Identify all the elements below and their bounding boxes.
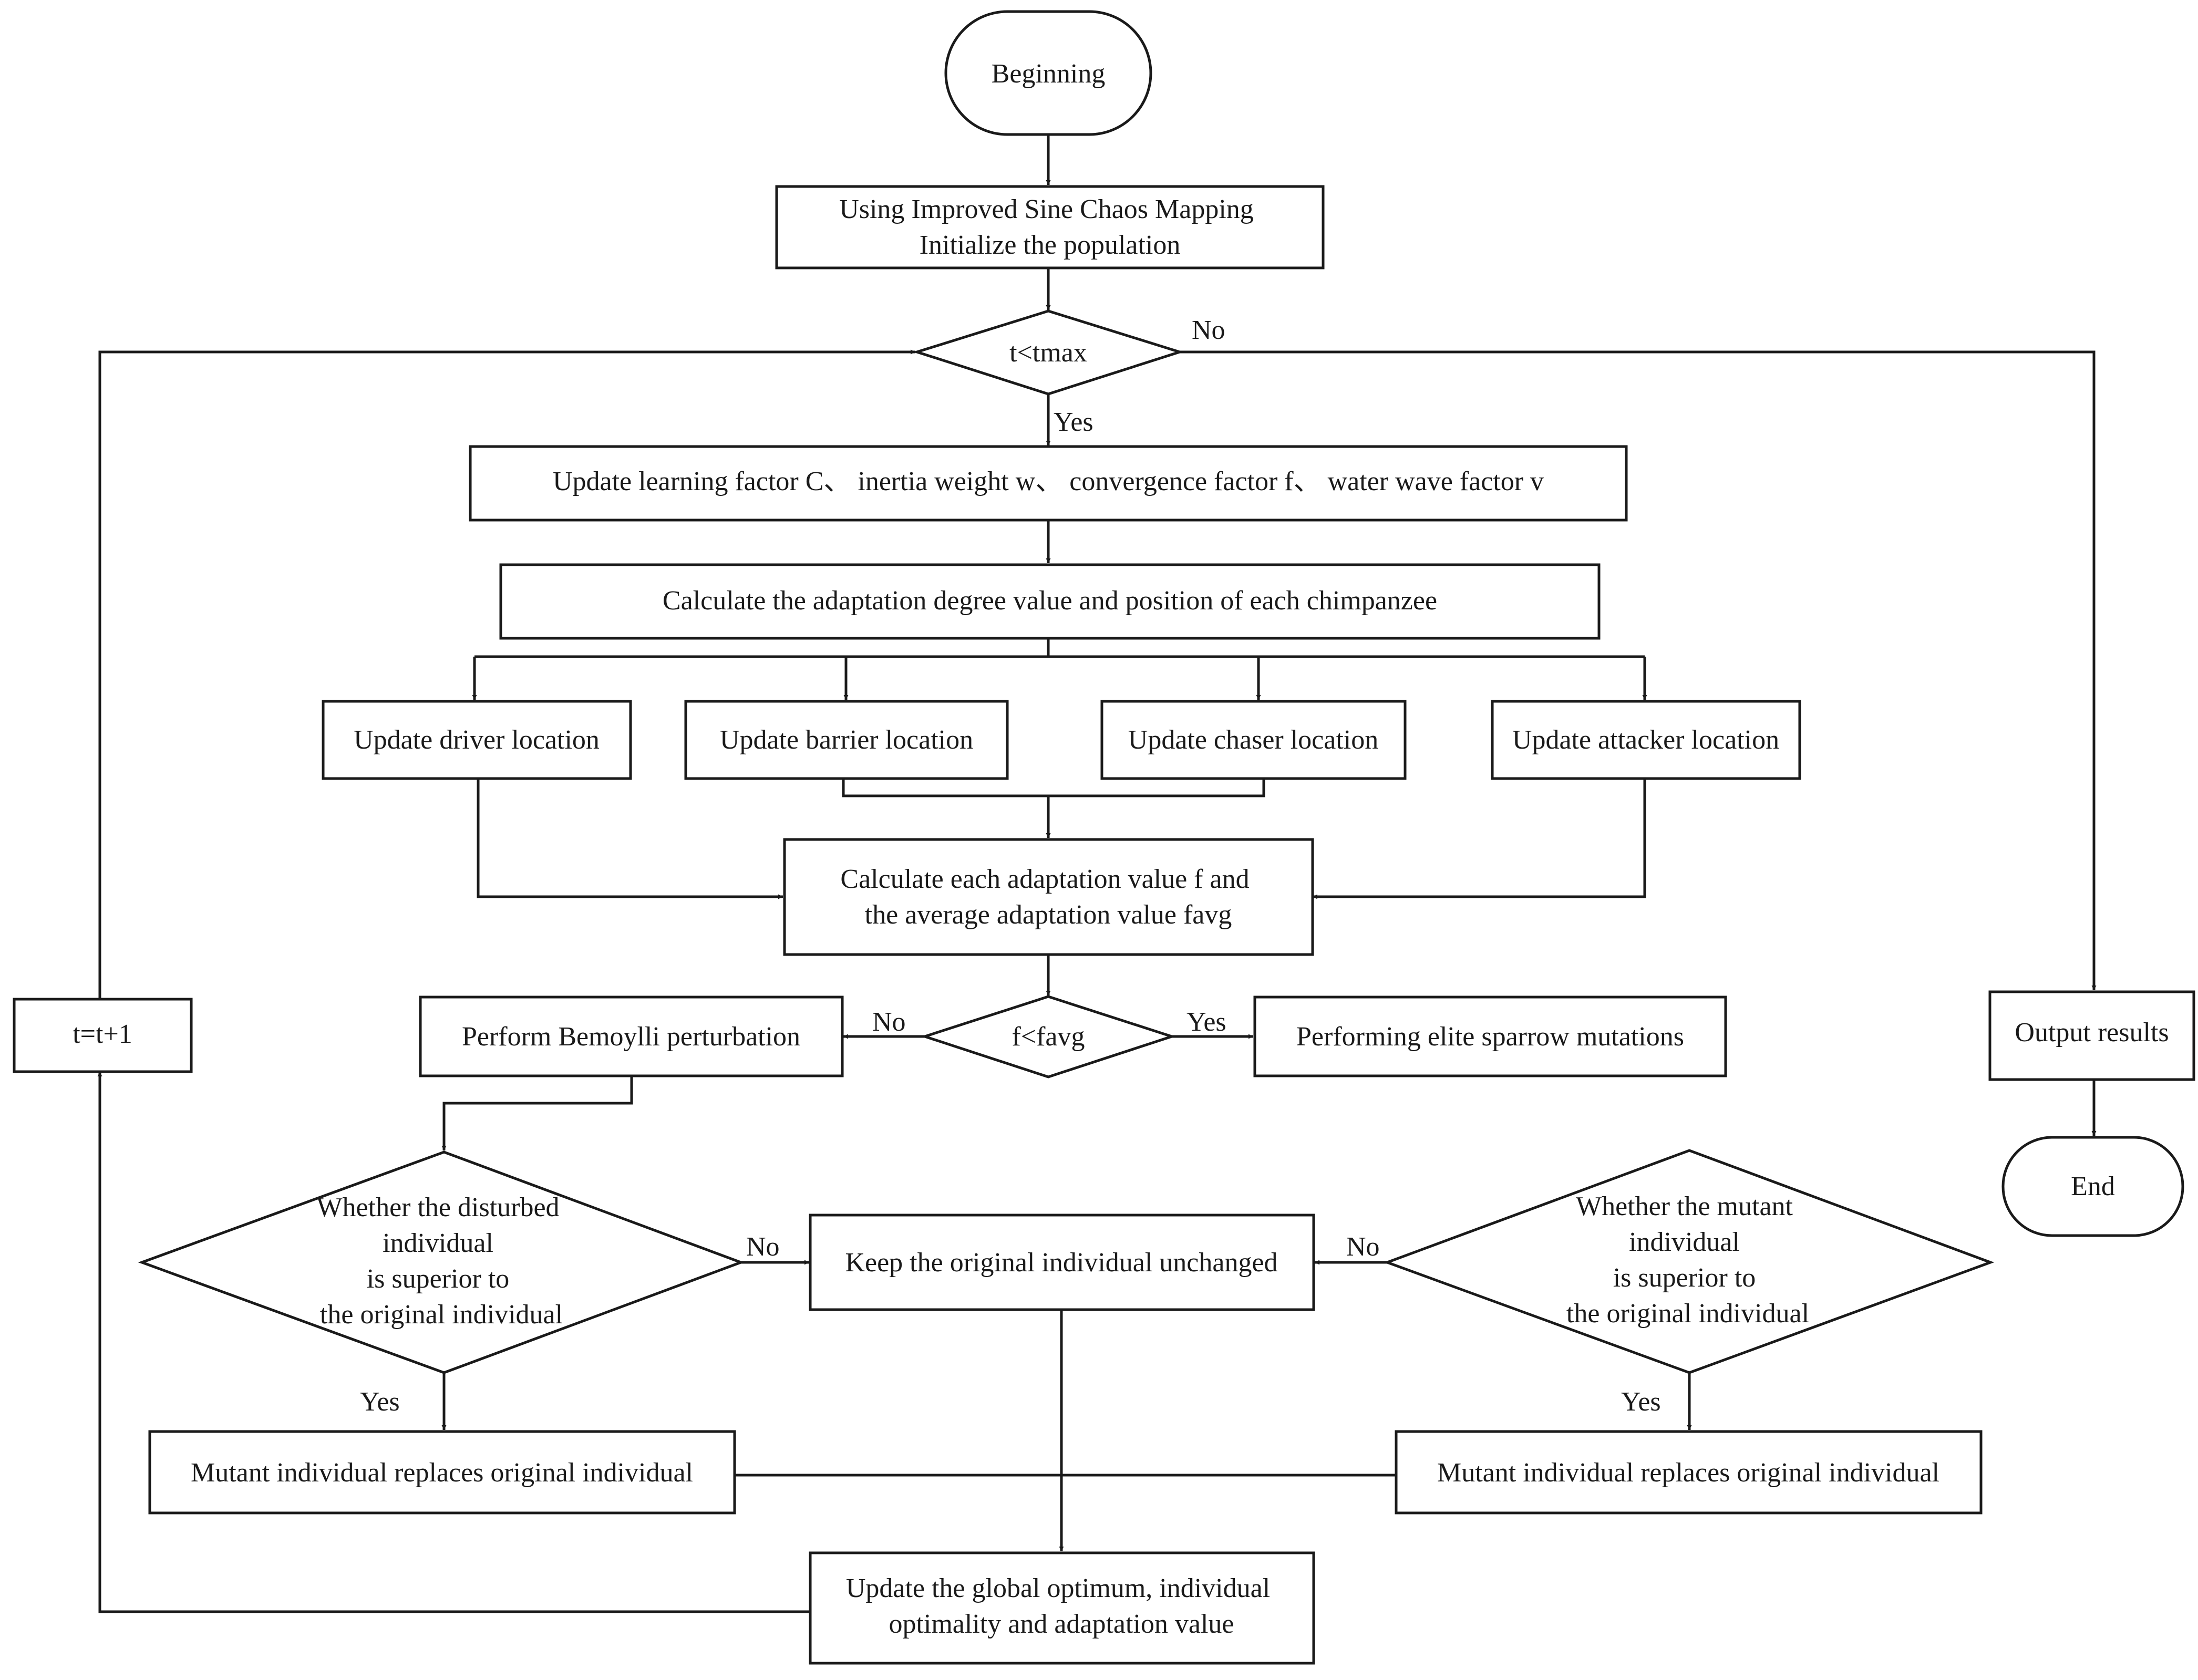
disturbed-check-label: Whether the disturbed individual is supe… [316, 1192, 566, 1330]
replace-left-label: Mutant individual replaces original indi… [191, 1458, 693, 1488]
mutant-check-label: Whether the mutant individual is superio… [1566, 1191, 1809, 1329]
edge-attacker-calceach [1313, 779, 1646, 899]
mutant-yes-label: Yes [1621, 1387, 1661, 1417]
edge-increment-tcheck [98, 349, 915, 999]
t-check-label: t<tmax [1009, 338, 1087, 368]
update-factors-process [469, 445, 1628, 522]
elite-process [1253, 995, 1727, 1077]
end-terminator [2001, 1136, 2184, 1237]
f-check-decision [920, 995, 1177, 1078]
disturbed-check-decision [138, 1150, 745, 1374]
replace-right-label: Mutant individual replaces original indi… [1437, 1458, 1939, 1488]
init-process [775, 185, 1325, 269]
beginning-label: Beginning [992, 59, 1106, 89]
mutant-no-label: No [1346, 1232, 1380, 1262]
f-no-label: No [872, 1007, 906, 1037]
chaser-label: Update chaser location [1128, 725, 1378, 755]
attacker-label: Update attacker location [1512, 725, 1779, 755]
increment-process [13, 998, 193, 1073]
calc-each-process [783, 838, 1314, 956]
calc-fitness-process [499, 563, 1601, 640]
mutant-check-decision [1383, 1149, 1995, 1374]
disturbed-yes-label: Yes [360, 1387, 400, 1417]
t-yes-label: Yes [1054, 407, 1093, 437]
beginning-terminator [944, 10, 1152, 136]
update-global-process [809, 1551, 1315, 1665]
disturbed-no-label: No [746, 1232, 780, 1262]
keep-label: Keep the original individual unchanged [845, 1248, 1277, 1278]
nodes [13, 10, 2195, 1665]
update-global-label: Update the global optimum, individual op… [846, 1573, 1277, 1639]
edge-bernoulli-disturbedcheck [441, 1076, 633, 1150]
output-process [1988, 990, 2195, 1081]
chaser-process [1100, 700, 1407, 780]
barrier-process [684, 700, 1009, 780]
edge-labels: No Yes No Yes No No Yes Yes [360, 315, 1661, 1417]
driver-process [322, 700, 632, 780]
bernoulli-label: Perform Bemoylli perturbation [462, 1022, 800, 1052]
edge-updateglobal-increment [97, 1072, 810, 1613]
edge-tcheck-no-output [1180, 350, 2097, 990]
output-label: Output results [2015, 1018, 2169, 1048]
calc-each-label: Calculate each adaptation value f and th… [840, 864, 1256, 930]
init-label: Using Improved Sine Chaos Mapping Initia… [839, 194, 1261, 260]
edge-driver-calceach [477, 779, 783, 899]
keep-process [809, 1214, 1315, 1311]
bernoulli-process [419, 995, 844, 1077]
elite-label: Performing elite sparrow mutations [1296, 1022, 1684, 1052]
f-yes-label: Yes [1186, 1007, 1226, 1037]
attacker-process [1491, 700, 1801, 780]
f-check-label: f<favg [1012, 1022, 1085, 1052]
edge-barrier-chaser-join [842, 779, 1265, 797]
t-check-decision [912, 309, 1184, 396]
end-label: End [2071, 1171, 2115, 1201]
driver-label: Update driver location [354, 725, 600, 755]
barrier-label: Update barrier location [720, 725, 973, 755]
calc-fitness-label: Calculate the adaptation degree value an… [663, 586, 1437, 616]
replace-left-process [148, 1430, 736, 1515]
update-factors-label: Update learning factor C、 inertia weight… [553, 466, 1544, 496]
node-labels: Beginning Using Improved Sine Chaos Mapp… [73, 59, 2169, 1639]
replace-right-process [1395, 1430, 1983, 1515]
increment-label: t=t+1 [73, 1019, 132, 1049]
edges [97, 134, 2097, 1613]
t-no-label: No [1192, 315, 1225, 345]
